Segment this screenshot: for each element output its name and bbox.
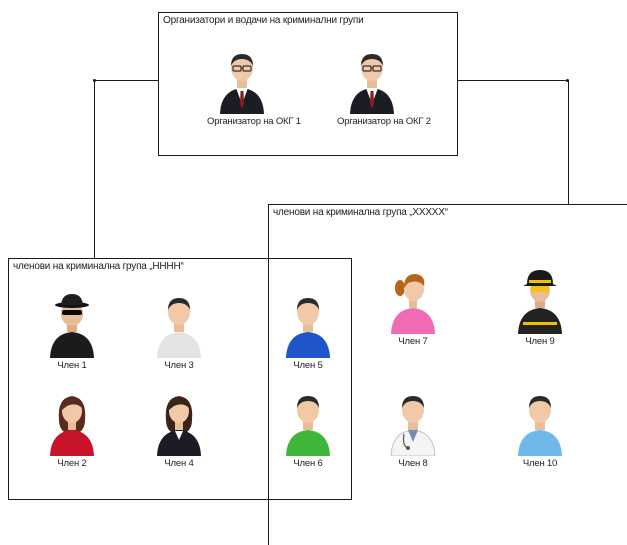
- member-10-label: Член 10: [522, 458, 558, 469]
- man-lightblue-icon: [518, 396, 562, 456]
- member-1: Член 1: [37, 292, 107, 371]
- member-7-label: Член 7: [398, 336, 428, 347]
- group-h-box: членови на криминална група „НННН“: [8, 258, 352, 500]
- woman-black-icon: [157, 396, 201, 456]
- member-8-label: Член 8: [398, 458, 428, 469]
- organizer-1: Организатор на ОКГ 1: [207, 48, 301, 127]
- organizer-2-label: Организатор на ОКГ 2: [337, 116, 431, 127]
- connector-left-vertical: [94, 80, 95, 258]
- connector-right-vertical: [568, 80, 569, 204]
- group-h-title: членови на криминална група „НННН“: [13, 261, 184, 272]
- connector-right-horizontal: [458, 80, 568, 81]
- organizer-1-label: Организатор на ОКГ 1: [207, 116, 301, 127]
- organizers-box: Организатори и водачи на криминални груп…: [158, 12, 458, 156]
- organizers-title: Организатори и водачи на криминални груп…: [163, 15, 364, 26]
- connector-left-horizontal: [94, 80, 160, 81]
- member-6-label: Член 6: [293, 458, 323, 469]
- member-8: Член 8: [378, 390, 448, 469]
- firefighter-icon: [518, 270, 562, 334]
- member-4: Член 4: [144, 390, 214, 469]
- spy-icon: [50, 294, 94, 358]
- man-blue-icon: [286, 298, 330, 358]
- businessman-icon: [220, 54, 264, 114]
- member-5: Член 5: [273, 292, 343, 371]
- man-green-icon: [286, 396, 330, 456]
- doctor-icon: [390, 396, 436, 456]
- member-3: Член 3: [144, 292, 214, 371]
- girl-pink-icon: [391, 274, 435, 334]
- member-5-label: Член 5: [293, 360, 323, 371]
- group-x-title: членови на криминална група „ХХХХХ“: [273, 207, 448, 218]
- member-9: Член 9: [505, 268, 575, 347]
- woman-red-icon: [50, 396, 94, 456]
- man-white-icon: [157, 298, 201, 358]
- connector-right-dot: [566, 79, 569, 82]
- member-7: Член 7: [378, 268, 448, 347]
- businessman-icon: [350, 54, 394, 114]
- member-6: Член 6: [273, 390, 343, 469]
- member-2: Член 2: [37, 390, 107, 469]
- member-10: Член 10: [505, 390, 575, 469]
- group-x-box: членови на криминална група „ХХХХХ“: [268, 204, 627, 545]
- organizer-2: Организатор на ОКГ 2: [337, 48, 431, 127]
- member-9-label: Член 9: [525, 336, 555, 347]
- member-1-label: Член 1: [57, 360, 87, 371]
- member-4-label: Член 4: [164, 458, 194, 469]
- member-2-label: Член 2: [57, 458, 87, 469]
- member-3-label: Член 3: [164, 360, 194, 371]
